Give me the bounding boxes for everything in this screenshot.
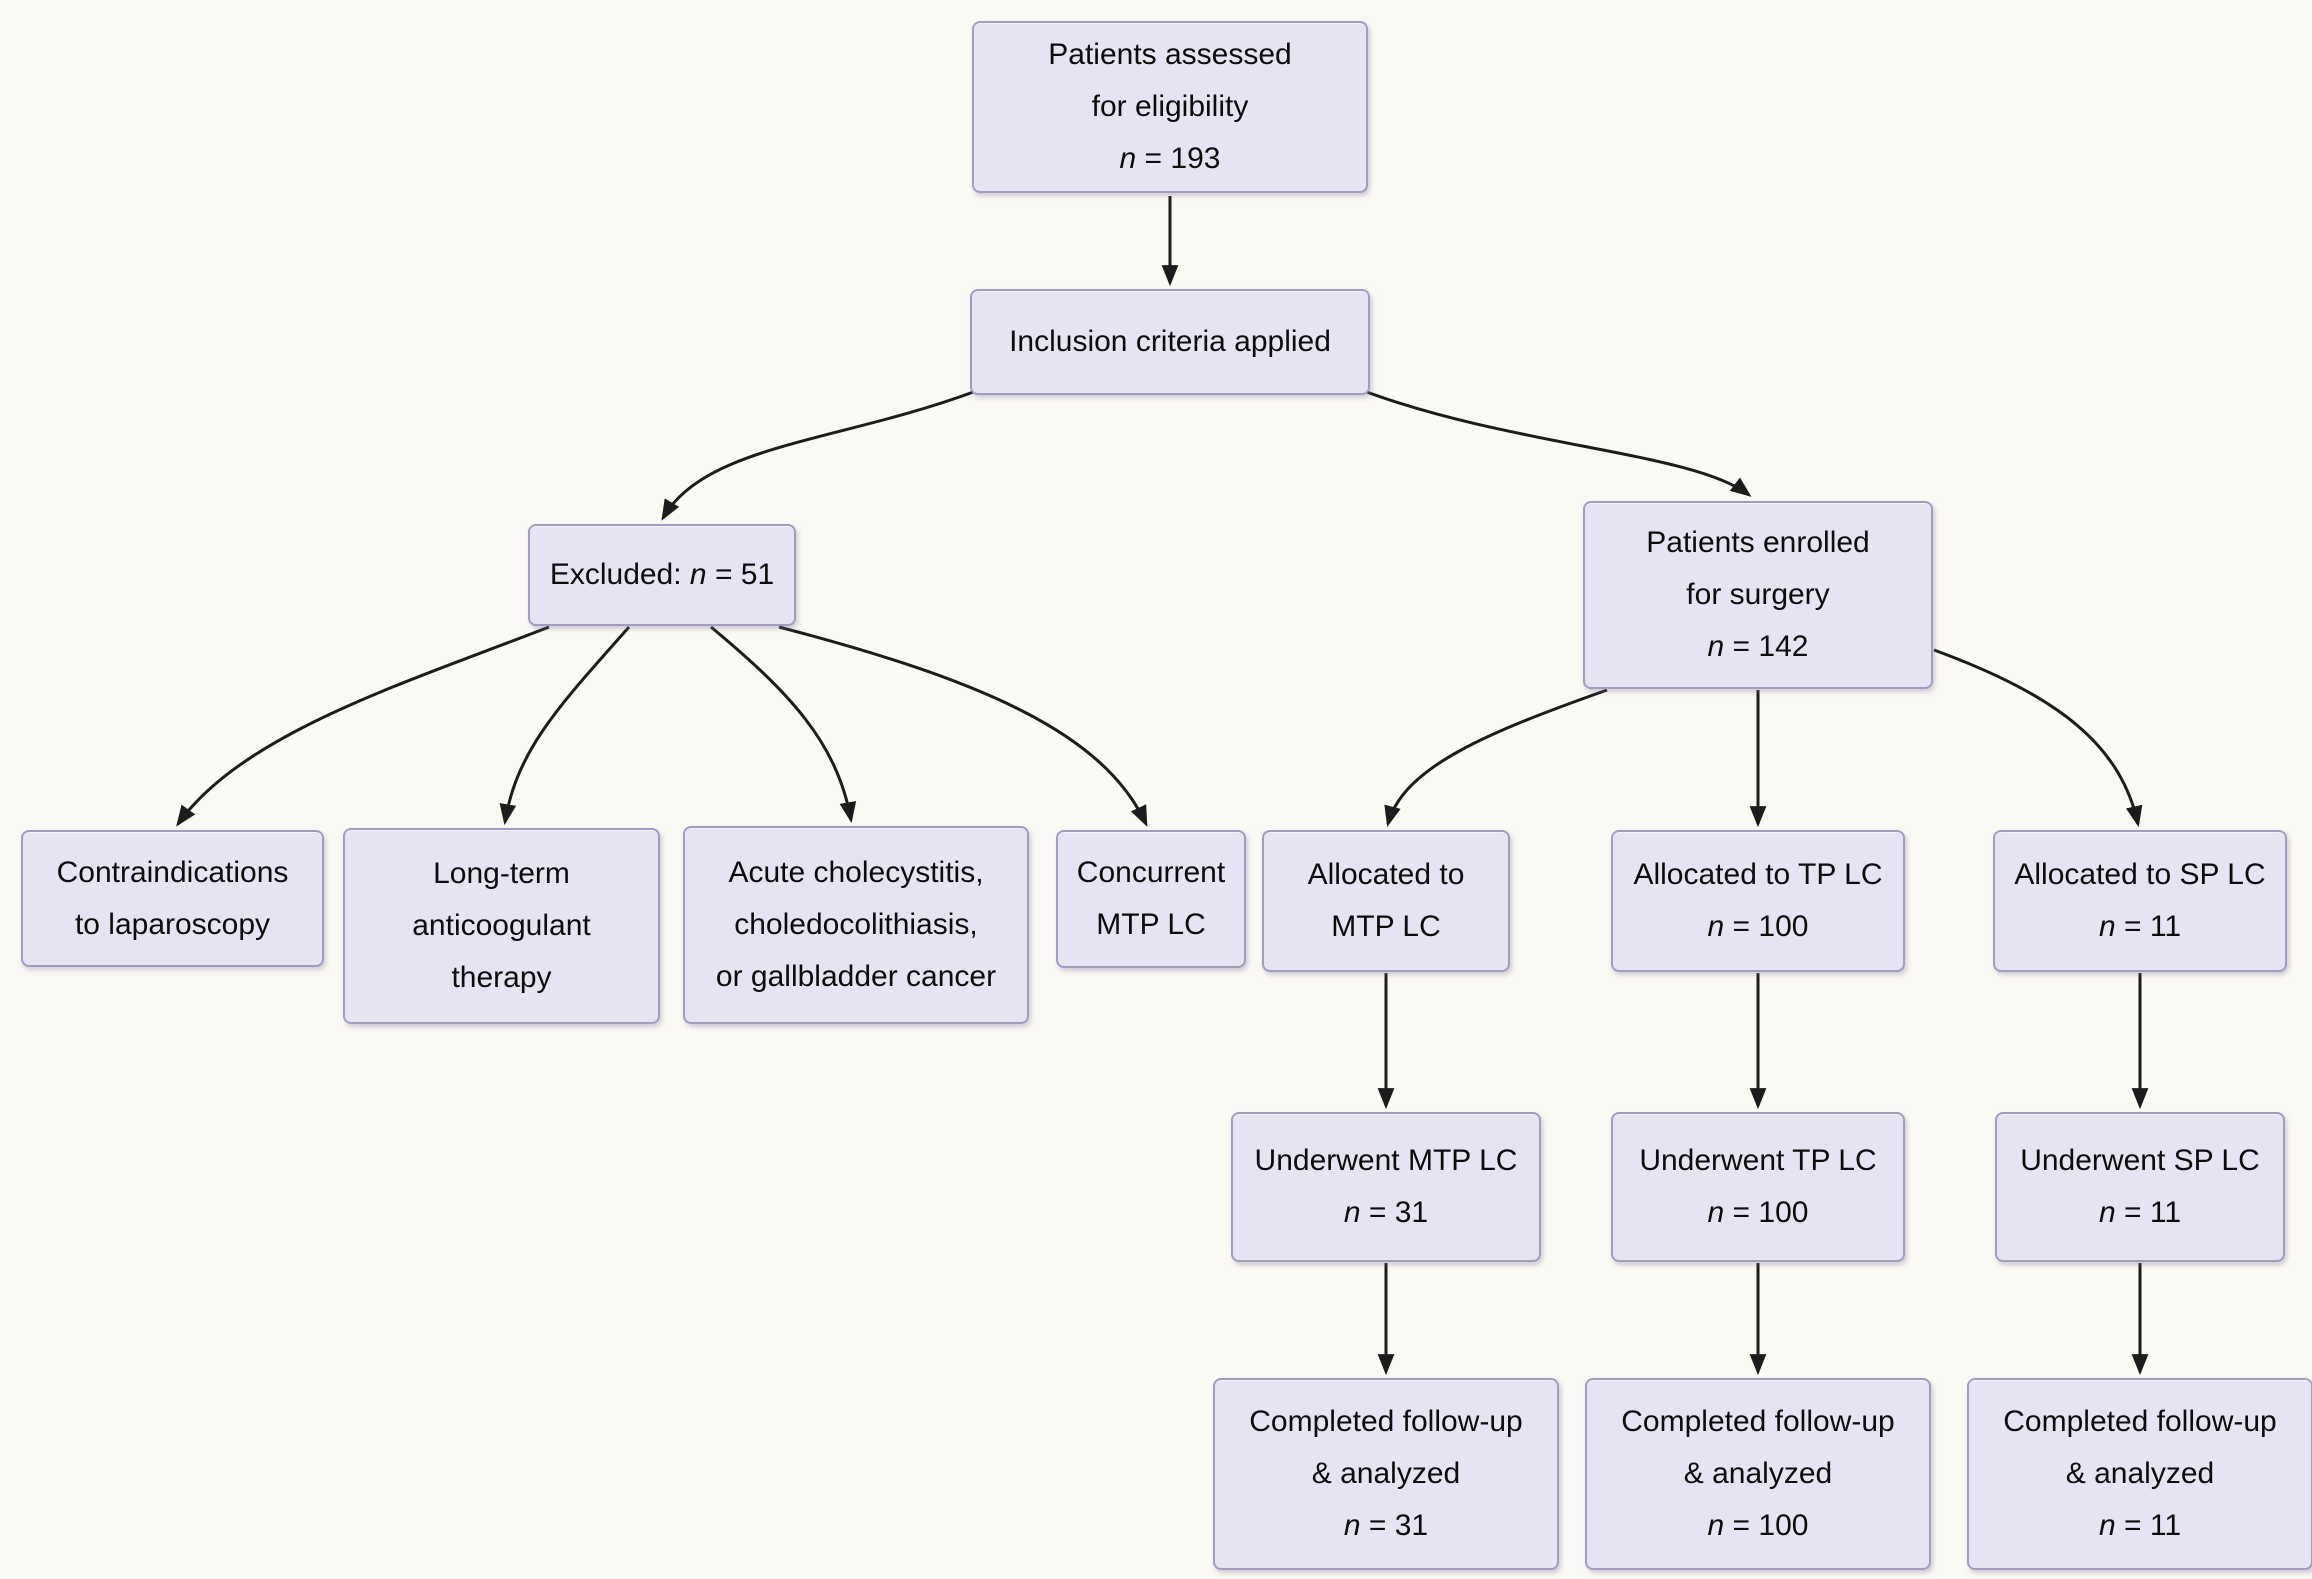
arrow-excluded-to-acute xyxy=(710,625,857,824)
node-count-line: n = 31 xyxy=(1343,1196,1429,1229)
node-text-line: Completed follow-up xyxy=(2003,1405,2277,1438)
node-allocated-mtp-lc: Allocated to MTP LC xyxy=(1262,830,1510,972)
node-count-line: n = 11 xyxy=(2098,1509,2182,1542)
node-allocated-sp-lc: Allocated to SP LC n = 11 xyxy=(1993,830,2287,972)
node-completed-tp-lc: Completed follow-up & analyzed n = 100 xyxy=(1585,1378,1931,1570)
node-count-line: n = 100 xyxy=(1707,910,1809,943)
node-underwent-tp-lc: Underwent TP LC n = 100 xyxy=(1611,1112,1905,1262)
node-text-line: Patients assessed xyxy=(1048,38,1292,71)
node-count-line: n = 193 xyxy=(1119,142,1221,175)
node-text-line: Allocated to TP LC xyxy=(1633,858,1883,891)
node-text-line: for surgery xyxy=(1686,578,1830,611)
node-text-line: or gallbladder cancer xyxy=(715,960,997,993)
node-text-line: & analyzed xyxy=(1311,1457,1461,1490)
node-completed-sp-lc: Completed follow-up & analyzed n = 11 xyxy=(1967,1378,2312,1570)
node-anticoagulant-therapy: Long-term anticoogulant therapy xyxy=(343,828,660,1024)
node-count-line: n = 100 xyxy=(1707,1509,1809,1542)
node-underwent-sp-lc: Underwent SP LC n = 11 xyxy=(1995,1112,2285,1262)
node-text-line: Underwent SP LC xyxy=(2020,1144,2260,1177)
node-excluded: Excluded: n = 51 xyxy=(528,524,796,626)
node-text-line: Patients enrolled xyxy=(1646,526,1870,559)
node-patients-enrolled: Patients enrolled for surgery n = 142 xyxy=(1583,501,1933,689)
node-allocated-tp-lc: Allocated to TP LC n = 100 xyxy=(1611,830,1905,972)
node-count-line: n = 11 xyxy=(2098,1196,2182,1229)
node-text-line: Completed follow-up xyxy=(1621,1405,1895,1438)
arrow-inclusion-to-enrolled xyxy=(1363,389,1752,497)
node-count-line: Excluded: n = 51 xyxy=(549,558,775,591)
node-concurrent-mtp-lc: Concurrent MTP LC xyxy=(1056,830,1246,968)
node-text-line: anticoogulant xyxy=(412,909,591,942)
node-contraindications: Contraindications to laparoscopy xyxy=(21,830,324,967)
node-underwent-mtp-lc: Underwent MTP LC n = 31 xyxy=(1231,1112,1541,1262)
node-text-line: & analyzed xyxy=(2065,1457,2215,1490)
node-count-line: n = 100 xyxy=(1707,1196,1809,1229)
node-text-line: Allocated to xyxy=(1307,858,1465,891)
arrow-enrolled-to-alloc-sp xyxy=(1933,648,2143,828)
node-text-line: to laparoscopy xyxy=(74,907,271,941)
node-count-line: n = 11 xyxy=(2098,910,2182,943)
node-count-line: n = 31 xyxy=(1343,1509,1429,1542)
node-text-line: Concurrent xyxy=(1076,856,1226,889)
node-text-line: & analyzed xyxy=(1683,1457,1833,1490)
node-text-line: MTP LC xyxy=(1331,910,1441,943)
node-inclusion-criteria: Inclusion criteria applied xyxy=(970,289,1370,395)
node-text-line: Long-term xyxy=(433,857,570,890)
node-text-line: Underwent MTP LC xyxy=(1254,1144,1518,1177)
node-acute-cholecystitis: Acute cholecystitis, choledocolithiasis,… xyxy=(683,826,1029,1024)
arrow-excluded-to-concurrent xyxy=(778,625,1148,827)
node-count-line: n = 142 xyxy=(1707,630,1809,663)
node-text-line: Acute cholecystitis, xyxy=(728,856,984,889)
node-text-line: Underwent TP LC xyxy=(1639,1144,1877,1177)
arrow-excluded-to-contraindications xyxy=(176,625,550,827)
node-text-line: Completed follow-up xyxy=(1249,1405,1523,1438)
arrow-excluded-to-anticoagulant xyxy=(499,626,631,826)
node-completed-mtp-lc: Completed follow-up & analyzed n = 31 xyxy=(1213,1378,1559,1570)
node-text-line: Contraindications xyxy=(56,855,289,889)
node-text-line: therapy xyxy=(451,961,552,994)
arrow-inclusion-to-excluded xyxy=(661,389,977,521)
node-patients-assessed: Patients assessed for eligibility n = 19… xyxy=(972,21,1368,193)
node-text-line: choledocolithiasis, xyxy=(734,908,978,941)
node-text-line: Allocated to SP LC xyxy=(2014,858,2266,891)
node-text-line: MTP LC xyxy=(1096,908,1206,941)
node-text-line: for eligibility xyxy=(1091,90,1249,123)
node-text-line: Inclusion criteria applied xyxy=(1009,325,1331,358)
arrow-enrolled-to-alloc-mtp xyxy=(1384,688,1608,828)
